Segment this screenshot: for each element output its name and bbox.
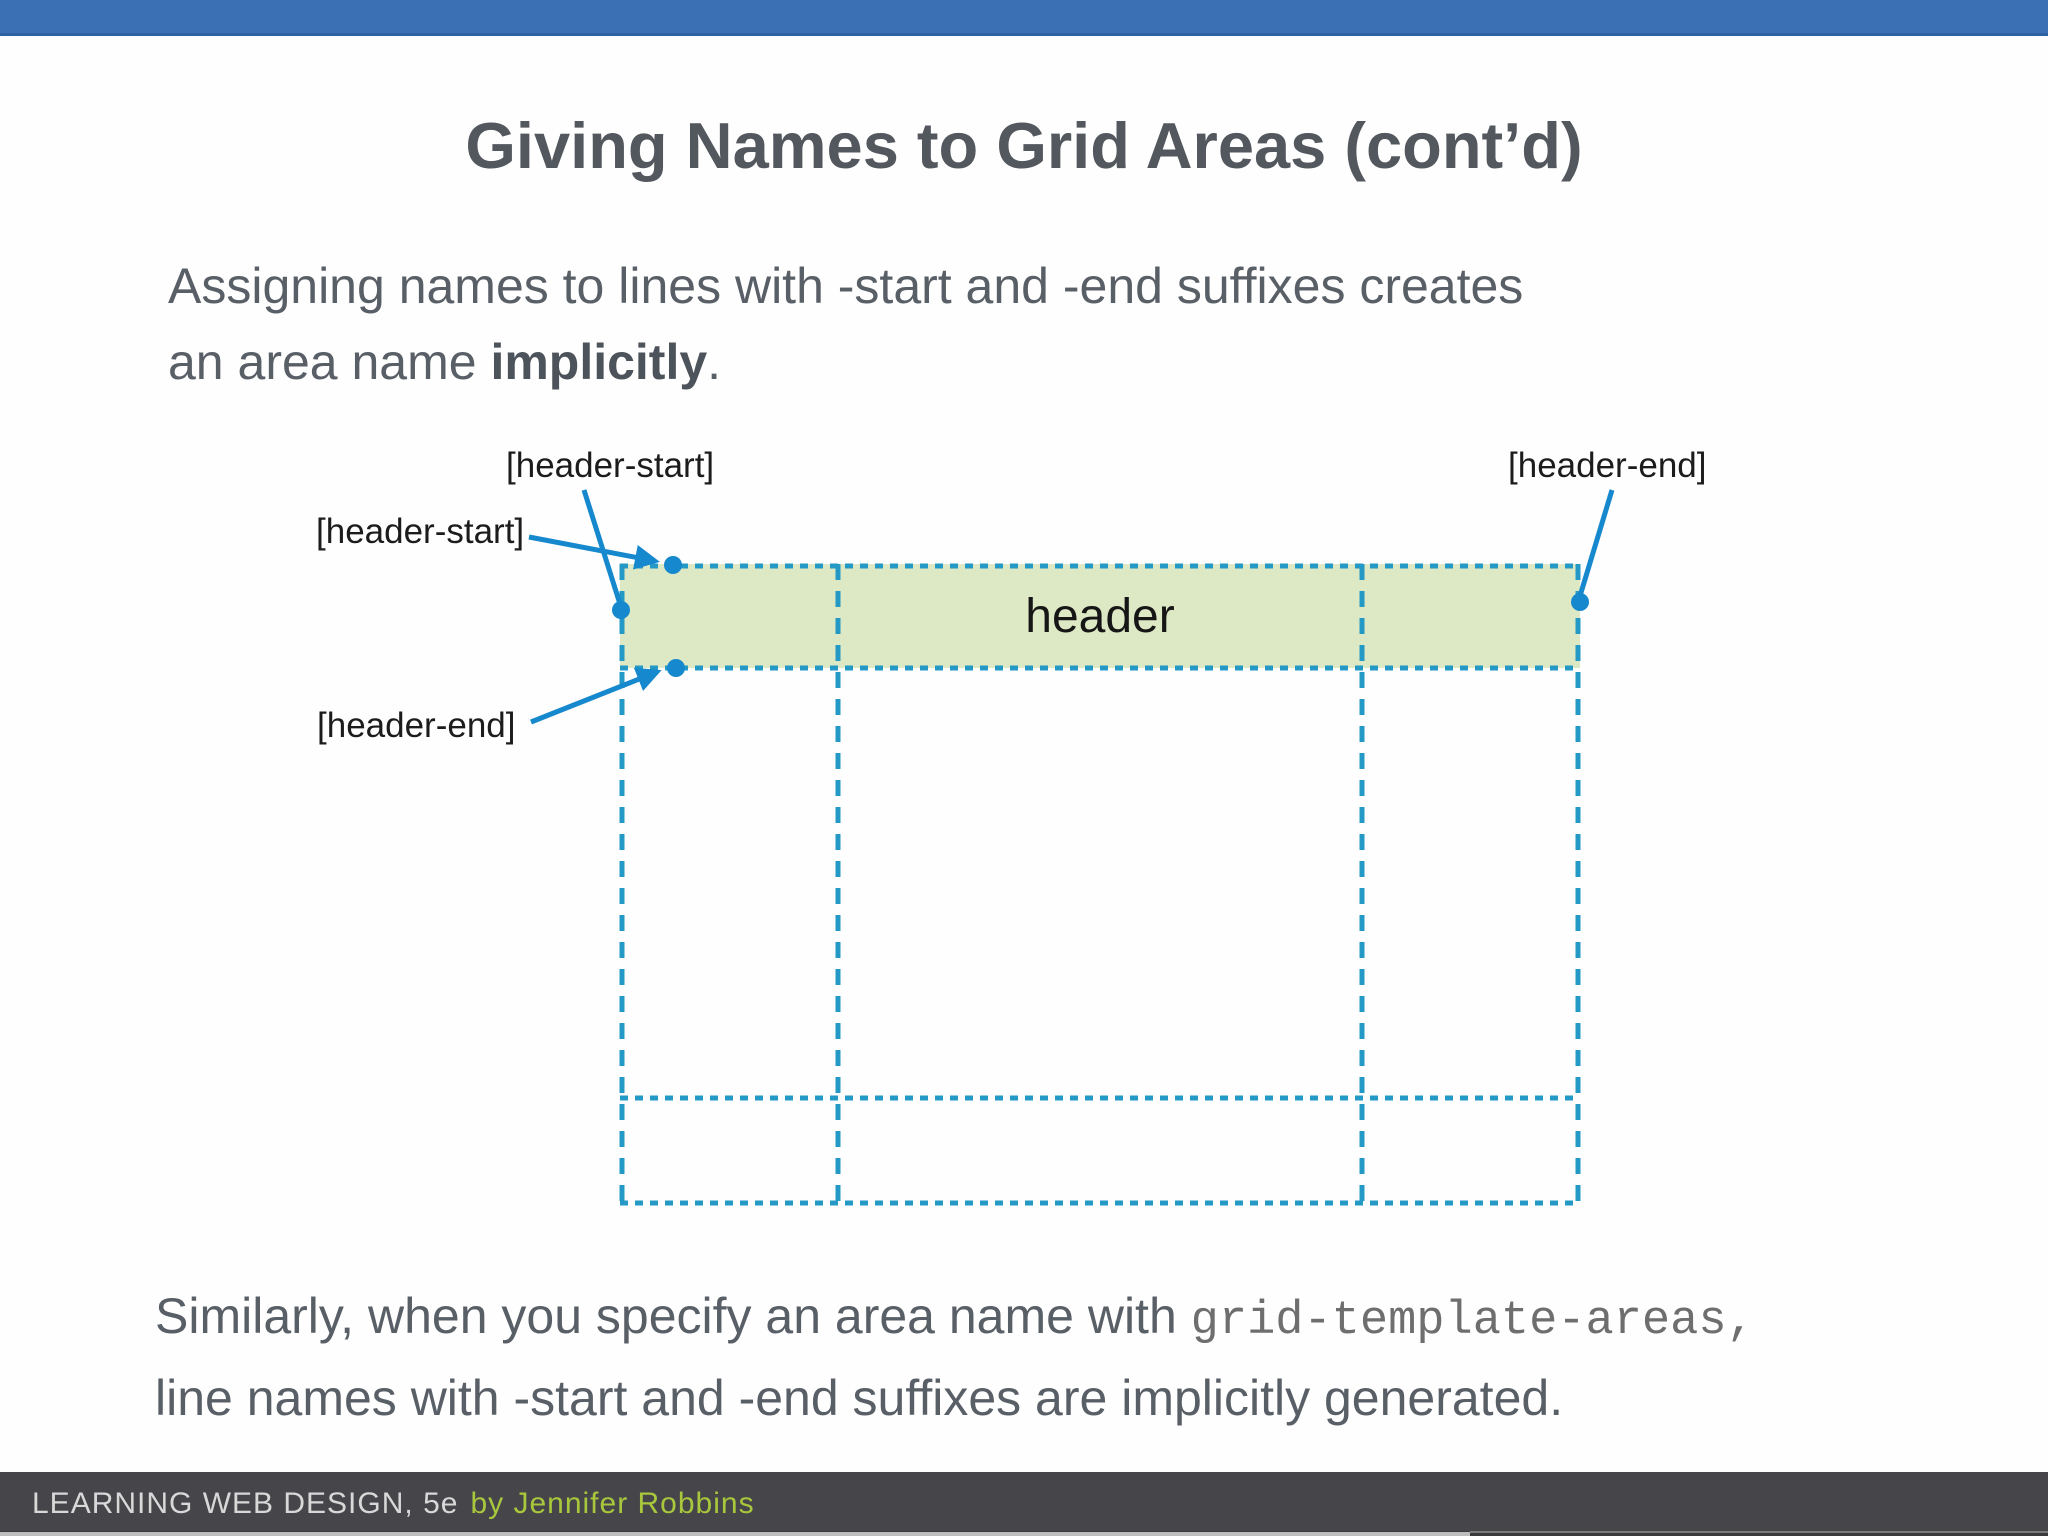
label-column-start: [header-start] <box>506 446 715 485</box>
outro-line1-pre: Similarly, when you specify an area name… <box>155 1288 1191 1344</box>
outro-line2: line names with -start and -end suffixes… <box>155 1370 1564 1426</box>
footer-book-title: LEARNING WEB DESIGN, 5e <box>32 1487 459 1520</box>
intro-line1: Assigning names to lines with -start and… <box>168 258 1524 314</box>
outro-paragraph: Similarly, when you specify an area name… <box>155 1278 1955 1437</box>
label-row-start: [header-start] <box>316 512 525 551</box>
footer-text: LEARNING WEB DESIGN, 5e by Jennifer Robbi… <box>32 1487 755 1521</box>
label-column-end: [header-end] <box>1508 446 1707 485</box>
intro-line2-pre: an area name <box>168 334 491 390</box>
header-area-label: header <box>1025 589 1175 643</box>
footer-author: by Jennifer Robbins <box>470 1487 755 1520</box>
intro-line2-post: . <box>707 334 722 390</box>
progress-bar-remaining[interactable] <box>1470 1531 2048 1533</box>
outro-code-term: grid-template-areas, <box>1190 1295 1755 1348</box>
progress-bar-played[interactable] <box>0 1532 1470 1536</box>
label-row-end: [header-end] <box>317 706 516 745</box>
slide-top-accent-bar <box>0 0 2048 36</box>
footer-bar: LEARNING WEB DESIGN, 5e by Jennifer Robbi… <box>0 1472 2048 1536</box>
slide-title: Giving Names to Grid Areas (cont’d) <box>465 109 1583 182</box>
progress-bar[interactable] <box>0 1531 2048 1536</box>
intro-bold-word: implicitly <box>490 334 708 390</box>
intro-paragraph: Assigning names to lines with -start and… <box>168 248 1868 400</box>
